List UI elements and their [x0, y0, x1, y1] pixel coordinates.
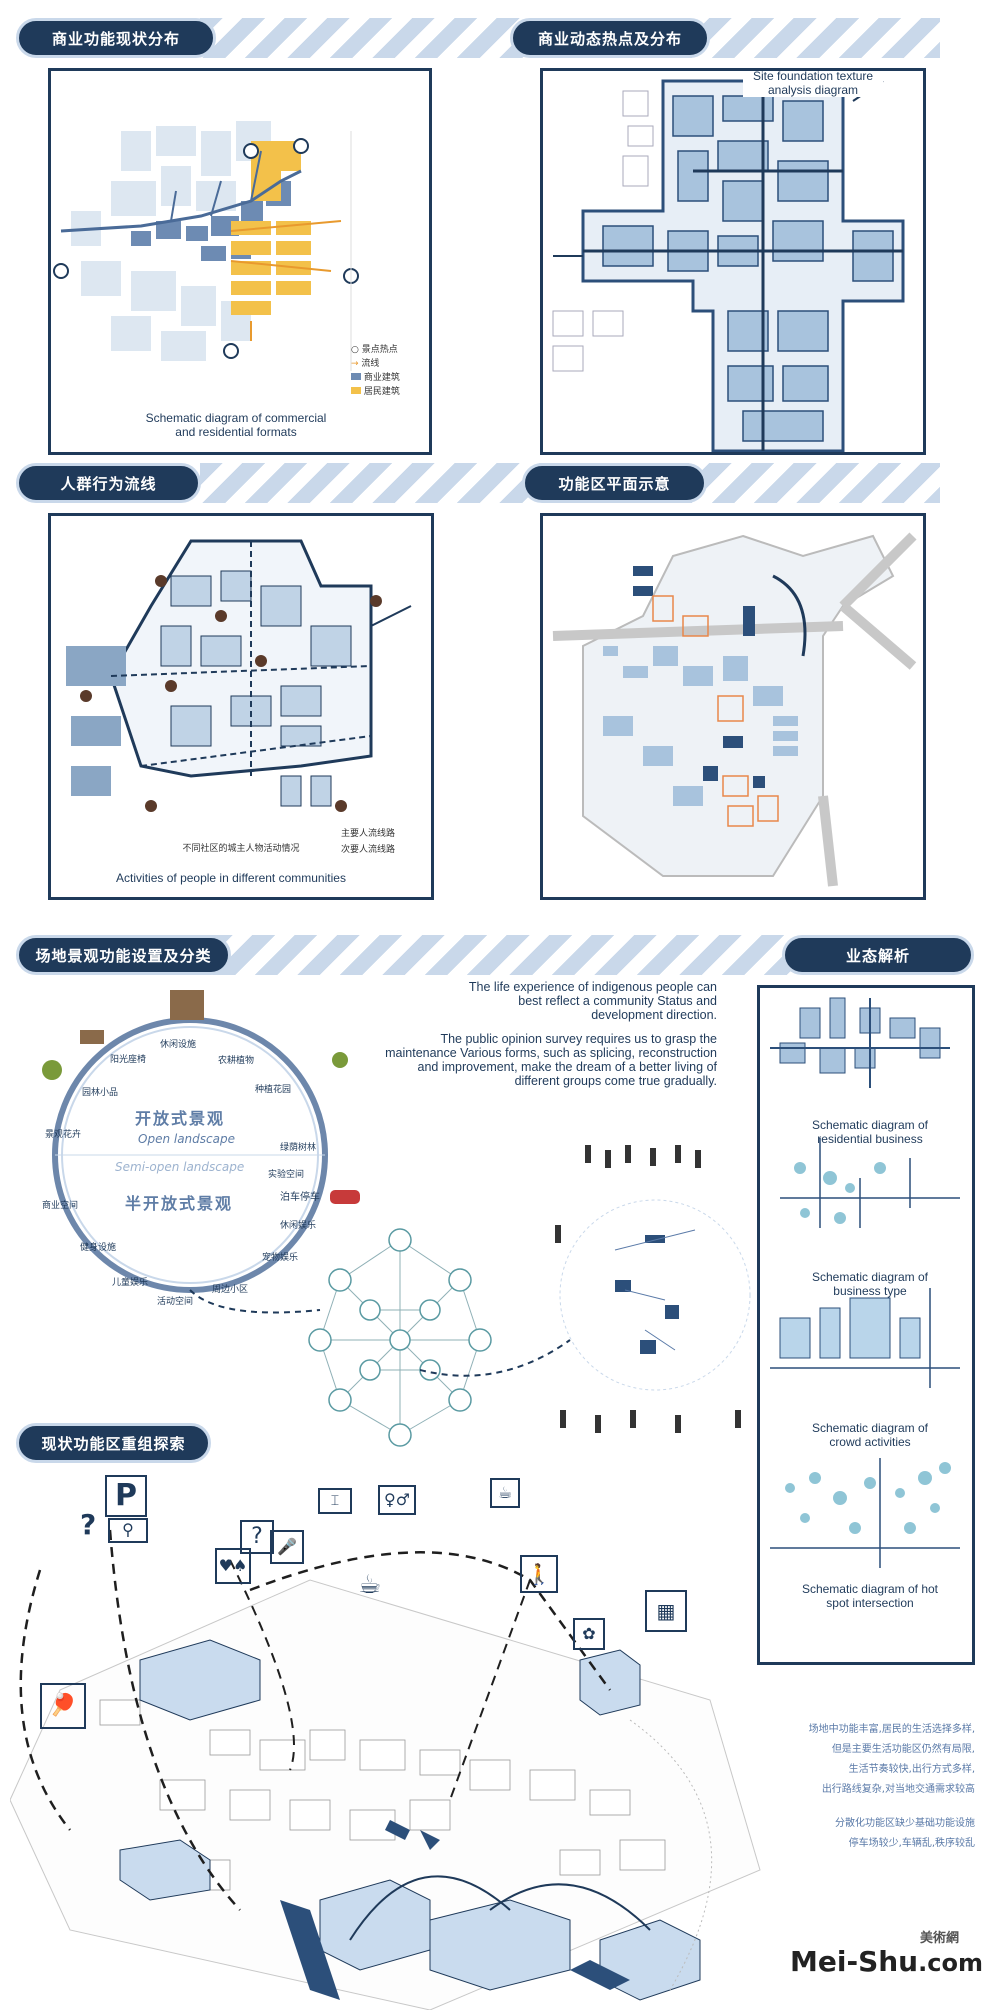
section-title-landscape: 场地景观功能设置及分类 — [16, 935, 231, 975]
commercial-legend: ○ 景点热点 → 流线 商业建筑 居民建筑 — [351, 343, 429, 399]
reorganization-axonometric — [10, 1529, 761, 2010]
ring-label-sun-bench: 阳光座椅 — [110, 1055, 147, 1065]
ring-label-flowers: 景观花卉 — [45, 1130, 82, 1140]
legend-main-flow: 主要人流线路 — [341, 829, 396, 839]
panel-texture-map: Site foundation texture analysis diagram — [540, 68, 926, 455]
note-line-2: 但是主要生活功能区仍然有局限, — [831, 1744, 975, 1755]
texture-map-caption: Site foundation texture analysis diagram — [743, 71, 883, 97]
ring-open-en: Open landscape — [138, 1132, 235, 1146]
legend-flow-label: 流线 — [361, 359, 380, 369]
section-title-business: 业态解析 — [782, 935, 974, 975]
note-line-6: 停车场较少,车辆乱,秩序较乱 — [848, 1838, 975, 1849]
ring-label-activity: 活动空间 — [157, 1297, 194, 1307]
ring-semi-cn: 半开放式景观 — [125, 1194, 234, 1213]
pedestrian-icon: 🚶 — [520, 1555, 558, 1593]
legend-secondary-flow: 次要人流线路 — [341, 845, 396, 855]
toilet-icon: ♀♂ — [378, 1485, 416, 1515]
bed-icon: ⌶ — [318, 1488, 352, 1514]
business-caption-type: Schematic diagram of business type — [811, 1270, 929, 1298]
ring-label-garden: 种植花园 — [255, 1085, 292, 1095]
business-analysis-drawing — [760, 988, 972, 1662]
camera-icon: ✿ — [573, 1618, 605, 1650]
people-circle-diagram — [555, 1145, 751, 1433]
parking-icon: P — [105, 1475, 147, 1517]
pingpong-icon: 🏓 — [40, 1683, 86, 1729]
crowd-small-label: 不同社区的城主人物活动情况 — [182, 844, 300, 854]
ring-label-pets: 宠物娱乐 — [262, 1253, 299, 1263]
legend-residential-label: 居民建筑 — [363, 387, 400, 397]
legend-commercial: 商业建筑 — [351, 371, 429, 385]
question-icon: ? — [80, 1508, 97, 1541]
logo-text: Mei-Shu — [790, 1945, 919, 1978]
functional-zone-drawing — [543, 516, 923, 897]
note-line-4: 出行路线复杂,对当地交通需求较高 — [821, 1784, 975, 1795]
meishu-logo: Mei-Shu.com 美術網 — [790, 1931, 990, 1985]
section-title-functional-zone: 功能区平面示意 — [522, 463, 707, 503]
business-caption-crowd: Schematic diagram of crowd activities — [811, 1421, 929, 1449]
ring-label-neighborhood: 周边小区 — [212, 1285, 249, 1295]
section-title-crowd-flow: 人群行为流线 — [16, 463, 201, 503]
commercial-map-caption: Schematic diagram of commercial and resi… — [145, 411, 327, 439]
help-icon: ? — [240, 1520, 274, 1554]
crowd-legend: 主要人流线路 次要人流线路 — [341, 826, 431, 858]
panel-crowd-flow: 不同社区的城主人物活动情况 主要人流线路 次要人流线路 Activities o… — [48, 513, 434, 900]
ring-label-farming: 农耕植物 — [218, 1056, 255, 1066]
legend-hotspot-label: 景点热点 — [361, 345, 398, 355]
note-line-1: 场地中功能丰富,居民的生活选择多样, — [808, 1724, 975, 1735]
intro-paragraph-1: The life experience of indigenous people… — [468, 980, 717, 1022]
crowd-flow-drawing — [51, 516, 431, 897]
panel-commercial-map: ○ 景点热点 → 流线 商业建筑 居民建筑 Schematic diagram … — [48, 68, 432, 455]
note-line-3: 生活节奏较快,出行方式多样, — [848, 1764, 975, 1775]
coffee-icon: ☕ — [358, 1570, 382, 1600]
section-title-reorganization: 现状功能区重组探索 — [16, 1423, 211, 1463]
section-title-commercial-hotspots: 商业动态热点及分布 — [510, 18, 710, 58]
ring-label-fitness: 健身设施 — [80, 1243, 117, 1253]
panel-functional-zone — [540, 513, 926, 900]
bicycle-icon: ⚲ — [108, 1518, 148, 1543]
ring-label-recreation: 休闲娱乐 — [280, 1221, 317, 1231]
connector-arc — [420, 1339, 571, 1377]
ring-open-cn: 开放式景观 — [135, 1109, 226, 1128]
texture-map-drawing — [543, 71, 923, 452]
business-caption-hotspot: Schematic diagram of hot spot intersecti… — [801, 1582, 939, 1610]
ring-semi-en: Semi-open landscape — [115, 1160, 245, 1174]
ring-label-sketch: 园林小品 — [82, 1088, 119, 1098]
section-title-commercial-status: 商业功能现状分布 — [16, 18, 216, 58]
card-suits-icon: ♥♠ — [215, 1548, 251, 1584]
commercial-map-drawing — [51, 71, 429, 452]
legend-hotspot: ○ 景点热点 — [351, 345, 398, 355]
logo-suffix: .com — [918, 1949, 983, 1977]
ring-label-experiment: 实验空间 — [268, 1170, 305, 1180]
ring-label-leisure: 休闲设施 — [160, 1040, 197, 1050]
legend-residential: 居民建筑 — [351, 385, 429, 399]
ring-label-parking: 泊车停车 — [280, 1192, 320, 1203]
microphone-icon: 🎤 — [270, 1530, 304, 1564]
legend-commercial-label: 商业建筑 — [363, 373, 400, 383]
ring-label-kids: 儿童娱乐 — [112, 1278, 149, 1288]
panel-business-analysis: Schematic diagram of residential busines… — [757, 985, 975, 1665]
ring-label-trees: 绿荫树林 — [280, 1143, 317, 1153]
analysis-notes: 场地中功能丰富,居民的生活选择多样, 但是主要生活功能区仍然有局限, 生活节奏较… — [775, 1720, 975, 1854]
drink-icon: ☕ — [490, 1478, 520, 1508]
logo-cn: 美術網 — [920, 1931, 960, 1946]
intro-paragraph-2: The public opinion survey requires us to… — [385, 1032, 717, 1088]
network-diagram — [308, 1228, 492, 1447]
cinema-icon: ▦ — [645, 1590, 687, 1632]
header-stripe-3 — [210, 935, 810, 975]
note-line-5: 分散化功能区缺少基础功能设施 — [835, 1818, 975, 1829]
ring-label-commerce: 商业空间 — [42, 1201, 79, 1211]
business-caption-residential: Schematic diagram of residential busines… — [811, 1118, 929, 1146]
landscape-ring — [42, 990, 360, 1314]
crowd-flow-caption: Activities of people in different commun… — [116, 871, 346, 885]
legend-flow: → 流线 — [351, 359, 380, 369]
